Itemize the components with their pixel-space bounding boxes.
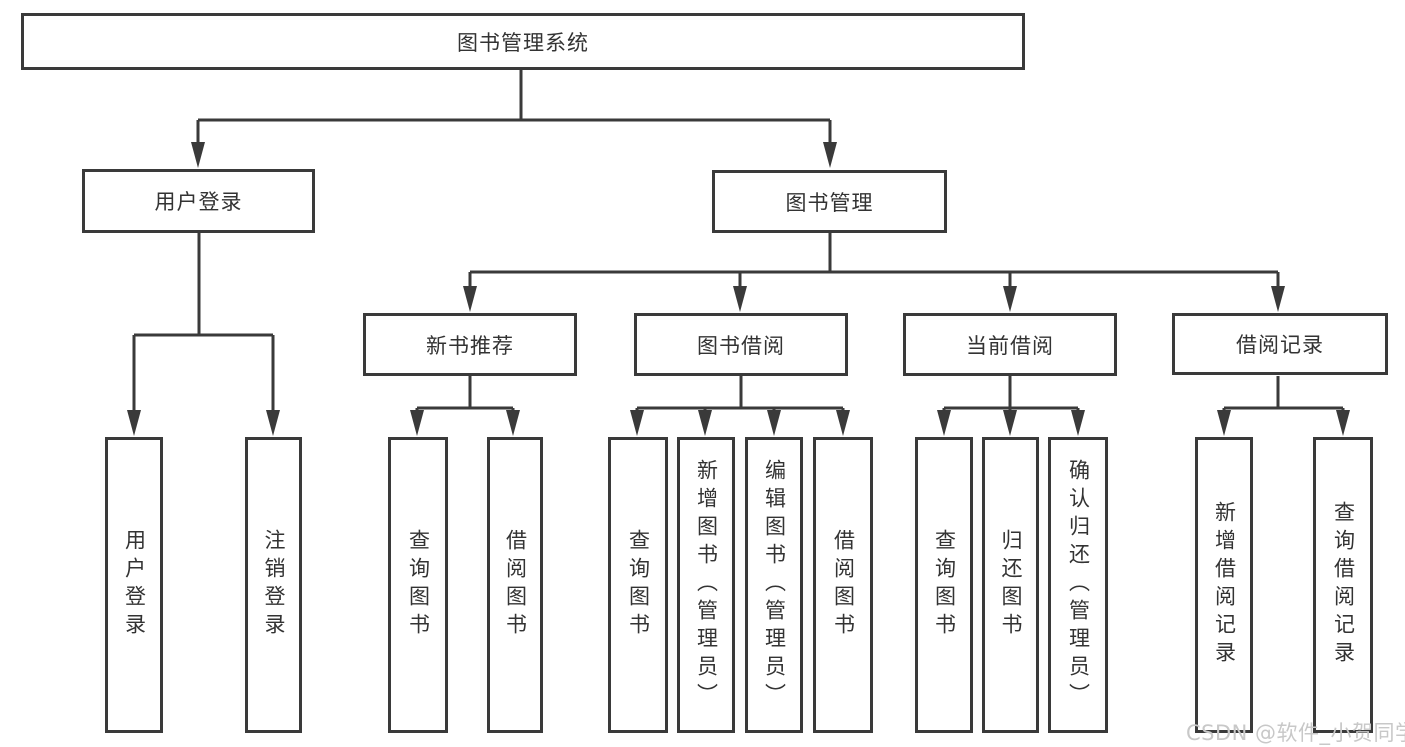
node-label: 图书管理 [785,190,874,215]
arrowhead-icon [1071,410,1085,436]
leaf-label: 查询图书 [932,529,957,641]
node-borrow-records: 借阅记录 [1172,313,1388,375]
node-book-management: 图书管理 [712,170,947,233]
node-label: 借阅记录 [1236,333,1324,357]
node-user-login: 用户登录 [82,169,315,233]
leaf-borrow-books-recommend: 借阅图书 [487,437,543,733]
leaf-return-books: 归还图书 [982,437,1039,733]
arrowhead-icon [1003,286,1017,312]
leaf-label: 新增借阅记录 [1212,501,1237,669]
node-new-book-recommend: 新书推荐 [363,313,577,376]
leaf-edit-books-admin: 编辑图书（管理员） [745,437,803,733]
leaf-logout: 注销登录 [245,437,302,733]
csdn-watermark: CSDN @软件_小贺同学 [1186,721,1405,745]
leaf-label: 用户登录 [122,529,147,641]
leaf-user-login: 用户登录 [105,437,163,733]
arrowhead-icon [410,410,424,436]
node-label: 图书借阅 [697,333,785,358]
arrowhead-icon [1271,286,1285,312]
leaf-confirm-return-admin: 确认归还（管理员） [1048,437,1108,733]
leaf-borrow-books: 借阅图书 [813,437,873,733]
arrowhead-icon [1003,410,1017,436]
leaf-label: 归还图书 [999,529,1023,641]
arrowhead-icon [191,142,205,168]
leaf-add-borrow-record: 新增借阅记录 [1195,437,1253,733]
arrowhead-icon [767,410,781,436]
node-current-borrow: 当前借阅 [903,313,1117,376]
arrowhead-icon [733,286,747,312]
leaf-add-books-admin: 新增图书（管理员） [677,437,735,733]
arrowhead-icon [266,410,280,436]
leaf-label: 注销登录 [262,529,286,641]
arrowhead-icon [1217,410,1231,436]
arrowhead-icon [463,286,477,312]
leaf-label: 新增图书（管理员） [694,459,719,711]
node-label: 新书推荐 [426,333,514,358]
node-label: 当前借阅 [966,333,1054,358]
arrowhead-icon [836,410,850,436]
node-book-borrow: 图书借阅 [634,313,848,376]
leaf-label: 编辑图书（管理员） [762,459,787,711]
leaf-query-books-borrow: 查询图书 [608,437,668,733]
node-label: 用户登录 [154,190,243,214]
node-root-system: 图书管理系统 [21,13,1025,70]
arrowhead-icon [506,410,520,436]
arrowhead-icon [937,410,951,436]
leaf-label: 借阅图书 [503,529,528,641]
arrowhead-icon [823,142,837,168]
node-label: 图书管理系统 [457,30,589,55]
leaf-label: 查询图书 [406,529,431,641]
leaf-label: 查询借阅记录 [1331,501,1356,669]
leaf-query-books-current: 查询图书 [915,437,973,733]
leaf-label: 借阅图书 [831,529,856,641]
leaf-label: 确认归还（管理员） [1066,459,1091,711]
arrowhead-icon [630,410,644,436]
arrowhead-icon [127,410,141,436]
arrowhead-icon [1336,410,1350,436]
arrowhead-icon [698,410,712,436]
leaf-label: 查询图书 [626,529,651,641]
leaf-query-borrow-record: 查询借阅记录 [1313,437,1373,733]
leaf-query-books-recommend: 查询图书 [388,437,448,733]
